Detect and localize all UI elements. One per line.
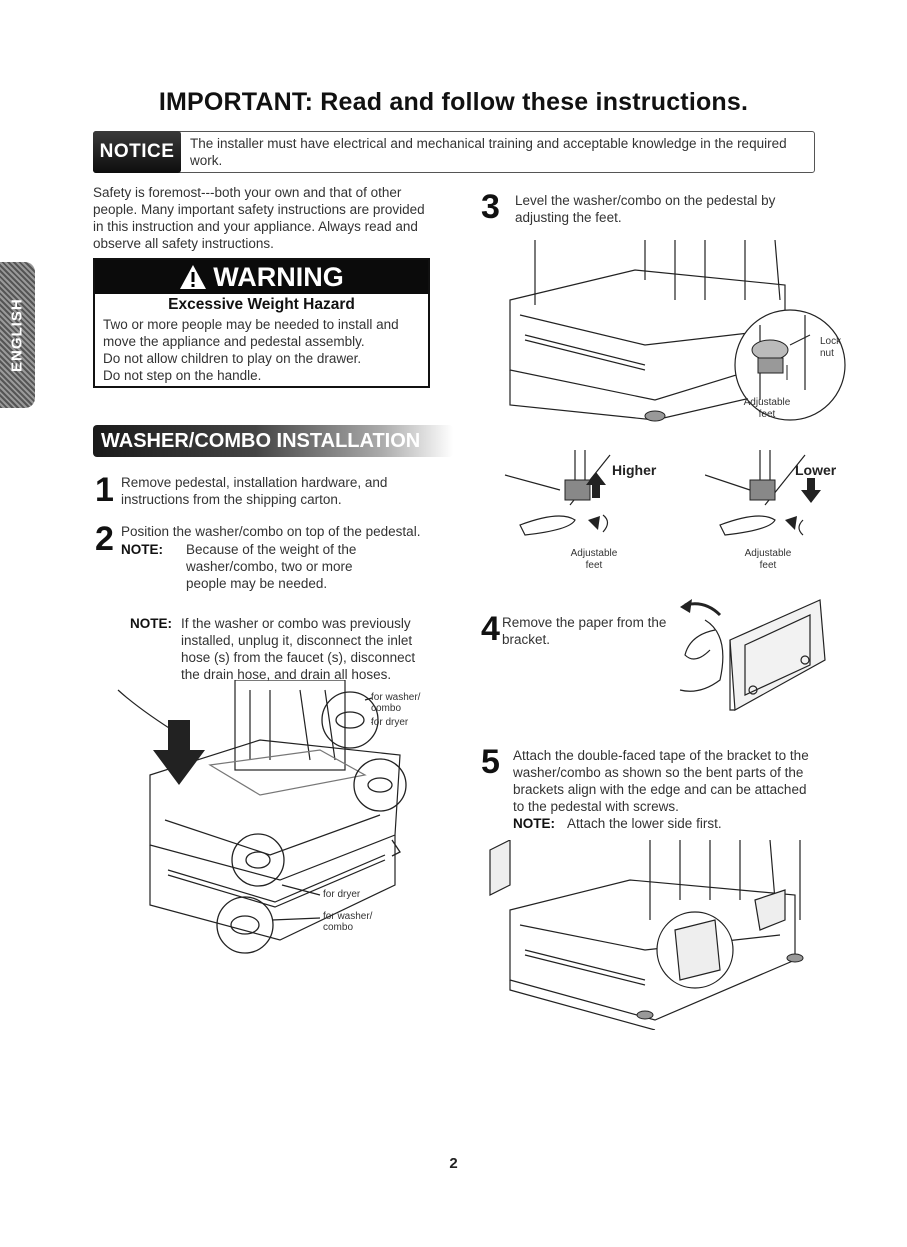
warning-triangle-icon [180, 265, 207, 289]
note-label: NOTE: [513, 816, 555, 831]
step-number: 1 [95, 471, 114, 509]
step-text: Attach the double-faced tape of the brac… [513, 748, 809, 814]
label-for-dryer: for dryer [371, 717, 409, 728]
step-note: NOTE: [121, 541, 411, 558]
label-adjustable-feet: Adjustable feet [570, 548, 618, 571]
extra-note-text: If the washer or combo was previously in… [181, 616, 416, 682]
warning-line: Do not step on the handle. [103, 368, 262, 383]
page-title: IMPORTANT: Read and follow these instruc… [158, 88, 749, 116]
extra-note-label: NOTE: [130, 616, 172, 631]
step-number: 5 [481, 743, 500, 781]
step-text: Remove pedestal, installation hardware, … [121, 475, 388, 507]
bracket-attach-illustration [489, 840, 804, 1030]
warning-header-label: WARNING [213, 261, 344, 292]
step-number: 2 [95, 520, 114, 558]
leveling-illustration [509, 240, 846, 422]
label-for-washer-combo: for washer/ combo [371, 692, 421, 714]
step-note-text: Attach the lower side first. [567, 816, 722, 831]
warning-text: Two or more people may be needed to inst… [103, 316, 423, 384]
warning-line: move the appliance and pedestal assembly… [103, 334, 365, 349]
step-number: 4 [481, 610, 500, 648]
step-text: Level the washer/combo on the pedestal b… [515, 193, 776, 225]
label-lock-nut: Lock nut [820, 336, 842, 359]
label-for-washer-combo: for washer/ combo [323, 911, 373, 933]
warning-box [93, 258, 430, 388]
warning-line: Two or more people may be needed to inst… [103, 317, 399, 332]
label-for-dryer: for dryer [323, 889, 361, 900]
language-side-tab-label: ENGLISH [8, 298, 26, 372]
step-text: Remove the paper from the bracket. [502, 615, 667, 647]
bracket-paper-illustration [679, 599, 826, 711]
language-side-tab [0, 262, 35, 408]
page-number: 2 [449, 1155, 458, 1172]
warning-line: Do not allow children to play on the dra… [103, 351, 362, 366]
section-banner: WASHER/COMBO INSTALLATION [93, 425, 453, 457]
note-label: NOTE: [130, 615, 172, 632]
safety-intro: Safety is foremost---both your own and t… [93, 185, 425, 251]
step-text: Position the washer/combo on top of the … [121, 524, 421, 539]
label-adjustable-feet: Adjustable feet [743, 397, 791, 420]
warning-subtitle: Excessive Weight Hazard [168, 296, 355, 313]
wrench-lower-icon [705, 450, 821, 536]
notice-badge: NOTICE [93, 131, 181, 173]
pedestal-placement-illustration [117, 680, 407, 954]
note-label: NOTE: [121, 542, 163, 557]
step-note: NOTE: [513, 815, 555, 832]
wrench-higher-icon [504, 450, 611, 536]
label-lower: Lower [795, 462, 837, 478]
notice-text: The installer must have electrical and m… [190, 136, 787, 168]
label-higher: Higher [612, 462, 657, 478]
step-note-text: Because of the weight of the washer/comb… [186, 542, 357, 591]
step-number: 3 [481, 188, 500, 226]
label-adjustable-feet: Adjustable feet [744, 548, 792, 571]
warning-header: WARNING [95, 260, 428, 294]
